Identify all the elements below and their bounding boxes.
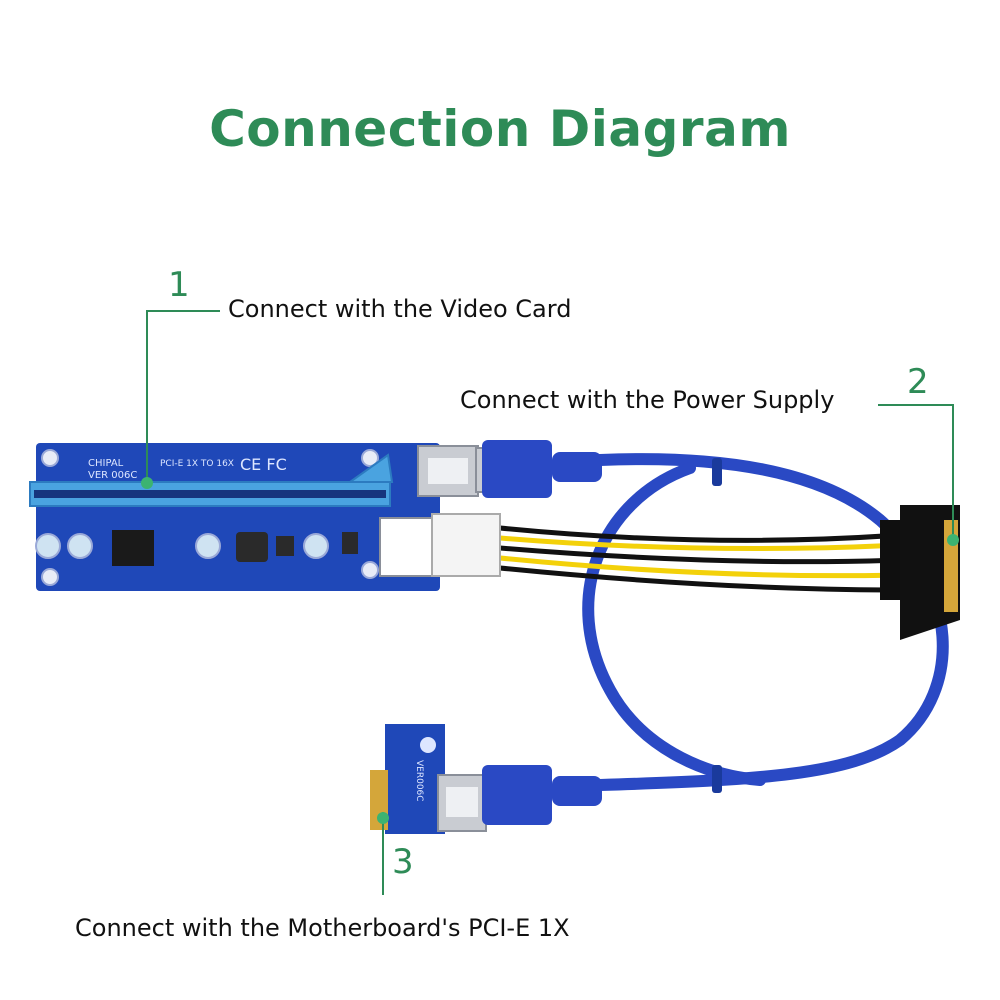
callout-number-2: 2	[907, 362, 929, 402]
callout-dots	[141, 477, 959, 824]
sata-power-connector	[880, 505, 960, 640]
usb-cable	[582, 453, 949, 791]
board-version: VER 006C	[88, 470, 137, 481]
callout-label-power-supply: Connect with the Power Supply	[460, 386, 835, 414]
callout-label-video-card: Connect with the Video Card	[228, 295, 572, 323]
callout-label-motherboard: Connect with the Motherboard's PCI-E 1X	[75, 914, 570, 942]
power-wires	[497, 525, 903, 593]
board-model: PCI-E 1X TO 16X	[160, 459, 234, 469]
capacitors	[35, 533, 329, 559]
callout-number-3: 3	[392, 842, 414, 882]
callout-lines	[146, 310, 954, 895]
page-title: Connection Diagram	[209, 100, 791, 158]
usb-plug-bottom	[482, 765, 602, 825]
riser-board	[29, 443, 501, 591]
adapter-version: VER006C	[414, 760, 424, 802]
cable-ties	[712, 458, 722, 793]
pcie-x16-slot	[29, 453, 394, 507]
board-brand: CHIPAL	[88, 458, 124, 469]
usb-plug-top	[475, 440, 602, 498]
callout-number-1: 1	[168, 265, 190, 305]
board-cert: CE FC	[240, 455, 287, 474]
